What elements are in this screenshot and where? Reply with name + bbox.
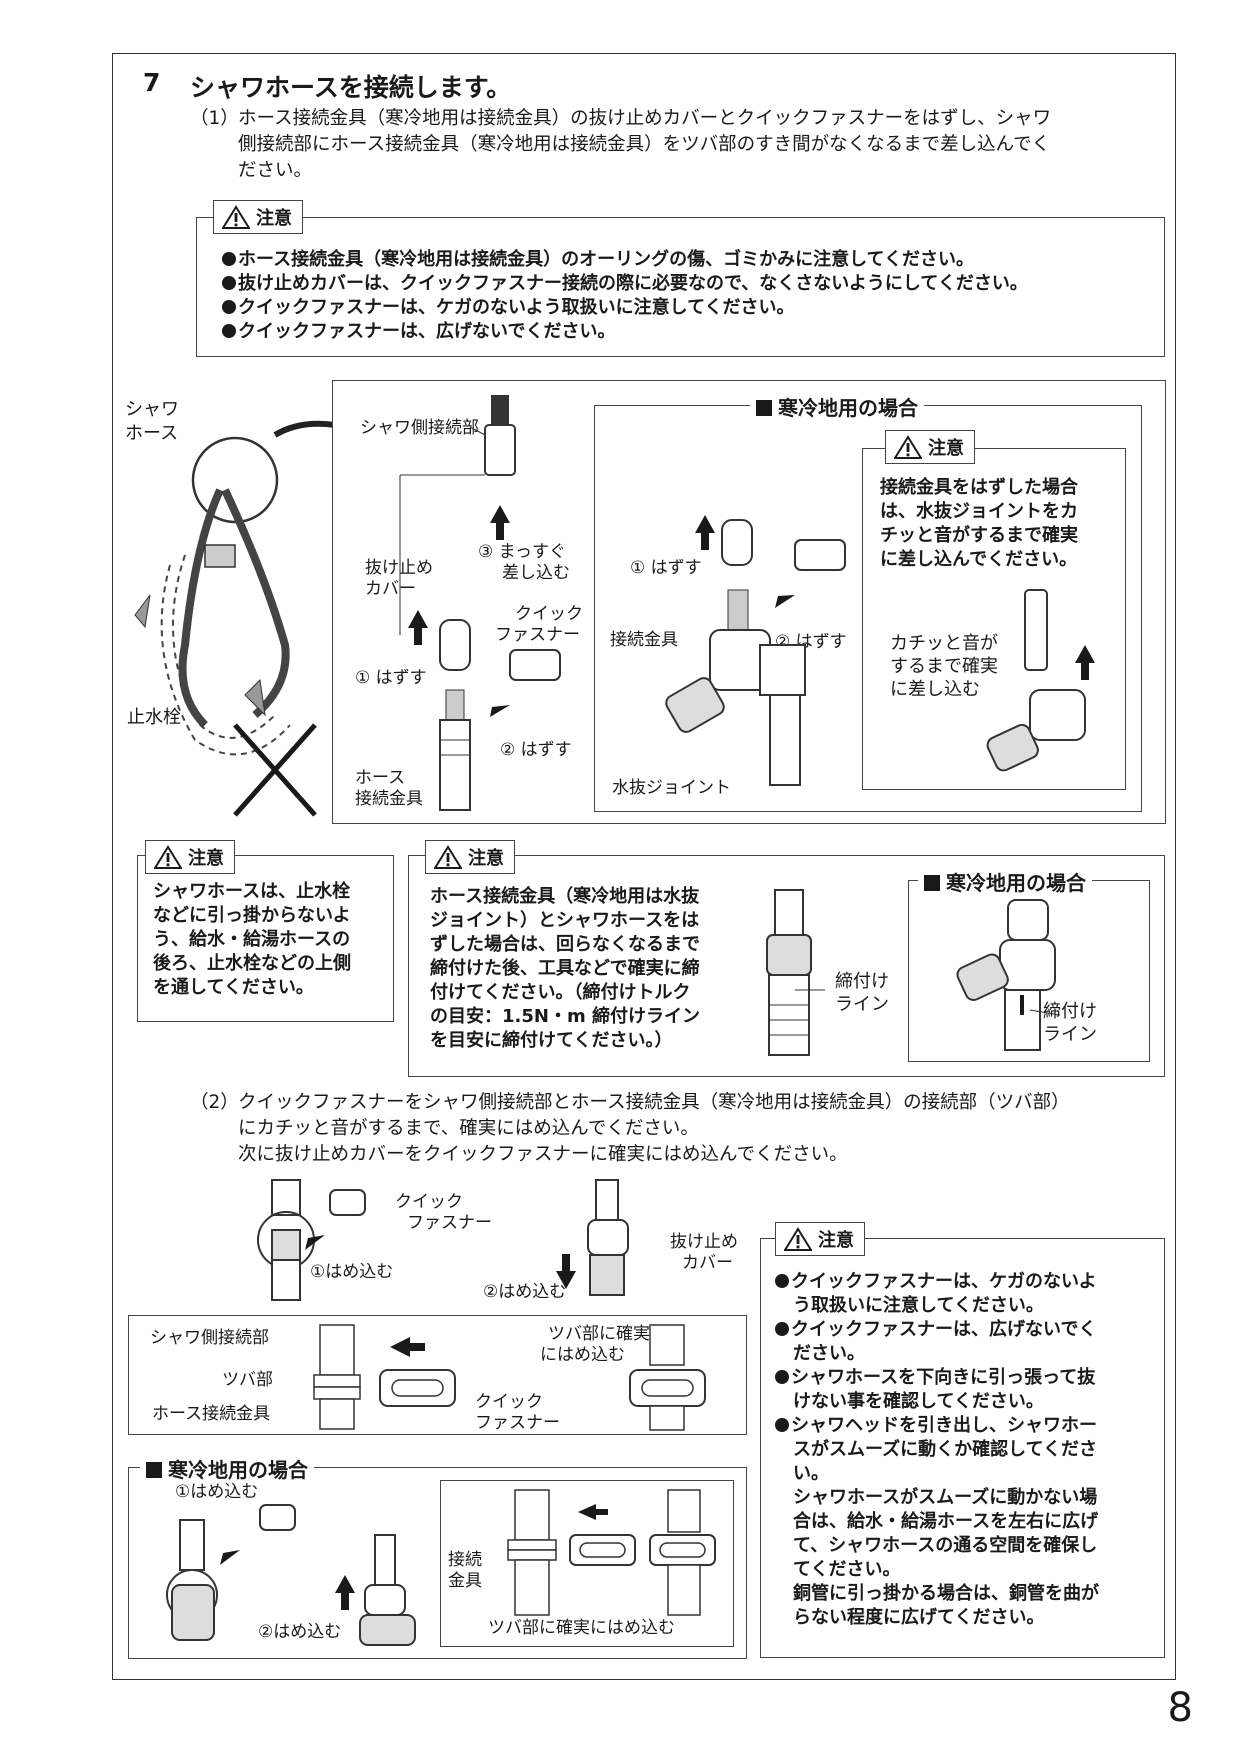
caution-2-text: シャワホースは、止水栓などに引っ掛からないよう、給水・給湯ホースの後ろ、止水栓な… bbox=[153, 881, 351, 998]
cold-fit-2-label: ②はめ込む bbox=[258, 1622, 342, 1642]
caution-tag-2: 注意 bbox=[145, 840, 235, 874]
cold-region-title-1: 寒冷地用の場合 bbox=[750, 392, 924, 421]
fit-2-label: ②はめ込む bbox=[483, 1282, 567, 1302]
list-item: クイックファスナーは、ケガのないよう取扱いに注意してください。 bbox=[222, 296, 1028, 320]
remove-1-label: ① はずす bbox=[355, 668, 427, 688]
caution-tag-4: 注意 bbox=[775, 1222, 865, 1256]
drain-joint-illustration bbox=[665, 515, 846, 786]
caution-3-text: ホース接続金具（寒冷地用は水抜ジョイント）とシャワホースをはずした場合は、回らな… bbox=[430, 886, 700, 1051]
list-item: 銅管に引っ掛かる場合は、銅管を曲がらない程度に広げてください。 bbox=[793, 1583, 1099, 1628]
list-item: シャワヘッドを引き出し、シャワホースがスムーズに動くか確認してください。 bbox=[775, 1414, 1160, 1486]
quick-fastener-fitting-illustration bbox=[257, 1179, 366, 1301]
hose-fitting-removal-illustration bbox=[399, 395, 561, 811]
step-title: シャワホースを接続します。 bbox=[190, 73, 512, 102]
warning-icon bbox=[894, 435, 922, 459]
caution-box-2 bbox=[137, 855, 394, 1022]
cold-fit-1-label: ①はめ込む bbox=[175, 1482, 259, 1502]
hose-fitting-label: ホース接続金具 bbox=[355, 768, 423, 809]
fig2-quick2-label: クイックファスナー bbox=[475, 1392, 560, 1433]
cold-region-title-2: 寒冷地用の場合 bbox=[918, 867, 1092, 896]
cold-tightening-illustration bbox=[956, 899, 1061, 1051]
cold-region-title-3: 寒冷地用の場合 bbox=[140, 1454, 314, 1483]
caution-label: 注意 bbox=[256, 208, 292, 229]
cold-fitting-label: 接続金具 bbox=[610, 630, 678, 650]
fig2-cover-label: 抜け止めカバー bbox=[670, 1232, 738, 1273]
substep-2-label: （2） bbox=[190, 1092, 239, 1113]
caution-tag-1: 注意 bbox=[213, 200, 303, 234]
quick-fastener-label: クイックファスナー bbox=[495, 604, 583, 645]
page-number: 8 bbox=[1167, 1685, 1193, 1731]
list-item: 抜け止めカバーは、クイックファスナー接続の際に必要なので、なくさないようにしてく… bbox=[222, 272, 1028, 296]
substep-2-text: クイックファスナーをシャワ側接続部とホース接続金具（寒冷地用は接続金具）の接続部… bbox=[238, 1092, 1070, 1165]
substep-1-label: （1） bbox=[190, 108, 239, 129]
list-item: シャワホースを下向きに引っ張って抜けない事を確認してください。 bbox=[775, 1366, 1160, 1414]
caution-1-list: ホース接続金具（寒冷地用は接続金具）のオーリングの傷、ゴミかみに注意してください… bbox=[222, 248, 1028, 344]
cold-flange-diagram bbox=[507, 1489, 716, 1616]
tightening-line-label: 締付けライン bbox=[835, 971, 889, 1015]
cold-fitting-illustration bbox=[166, 1504, 416, 1646]
cold-tightening-line-label: 締付けライン bbox=[1043, 1001, 1097, 1045]
list-item: クイックファスナーは、ケガのないよう取扱いに注意してください。 bbox=[775, 1270, 1160, 1318]
fig2-quick-label: クイックファスナー bbox=[395, 1192, 492, 1233]
fig2-hose-fitting-label: ホース接続金具 bbox=[152, 1404, 271, 1424]
list-item: クイックファスナーは、広げないでください。 bbox=[775, 1318, 1160, 1366]
warning-icon bbox=[222, 205, 250, 229]
caution-tag-cold: 注意 bbox=[885, 430, 975, 464]
click-insert-label: カチッと音がするまで確実に差し込む bbox=[890, 633, 998, 700]
remove-2-label: ② はずす bbox=[500, 740, 572, 760]
list-item: シャワホースがスムーズに動かない場合は、給水・給湯ホースを左右に広げて、シャワホ… bbox=[793, 1487, 1099, 1580]
cover-fitting-illustration bbox=[556, 1179, 629, 1296]
cold-flange-fit-label: ツバ部に確実にはめ込む bbox=[488, 1618, 675, 1638]
shower-hose-label: シャワホース bbox=[125, 399, 179, 444]
click-insert-illustration bbox=[986, 589, 1095, 772]
warning-icon bbox=[784, 1227, 812, 1251]
cold-remove-1-label: ① はずす bbox=[630, 558, 702, 578]
shower-side-label: シャワ側接続部 bbox=[360, 418, 479, 438]
flange-label: ツバ部 bbox=[222, 1370, 273, 1390]
flange-fit-label: ツバ部に確実にはめ込む bbox=[540, 1324, 650, 1365]
caution-box-4 bbox=[760, 1238, 1165, 1658]
caution-4-list: クイックファスナーは、ケガのないよう取扱いに注意してください。 クイックファスナ… bbox=[775, 1270, 1160, 1630]
cold-fitting-label-2: 接続金具 bbox=[448, 1550, 482, 1591]
cold-caution-text: 接続金具をはずした場合 は、水抜ジョイントをカ チッと音がするまで確実 に差し込… bbox=[880, 477, 1078, 570]
page-frame bbox=[112, 53, 1176, 1680]
caution-box-1 bbox=[196, 217, 1165, 357]
tightening-line-illustration bbox=[766, 889, 825, 1056]
list-item: ホース接続金具（寒冷地用は接続金具）のオーリングの傷、ゴミかみに注意してください… bbox=[222, 248, 1028, 272]
drain-joint-label: 水抜ジョイント bbox=[612, 778, 731, 798]
list-item: クイックファスナーは、広げないでください。 bbox=[222, 320, 1028, 344]
insert-label: ③ まっすぐ差し込む bbox=[478, 542, 570, 583]
substep-1-text: ホース接続金具（寒冷地用は接続金具）の抜け止めカバーとクイックファスナーをはずし… bbox=[238, 108, 1052, 181]
fig2-shower-side-label: シャワ側接続部 bbox=[150, 1328, 269, 1348]
cover-label: 抜け止めカバー bbox=[365, 558, 433, 599]
warning-icon bbox=[154, 845, 182, 869]
warning-icon bbox=[434, 845, 462, 869]
fit-1-label: ①はめ込む bbox=[310, 1262, 394, 1282]
step-number: 7 bbox=[143, 68, 161, 97]
stop-valve-label: 止水栓 bbox=[127, 707, 181, 728]
flange-fitting-diagram bbox=[313, 1324, 706, 1431]
caution-tag-3: 注意 bbox=[425, 840, 515, 874]
shower-hose-routing-illustration bbox=[134, 420, 336, 817]
